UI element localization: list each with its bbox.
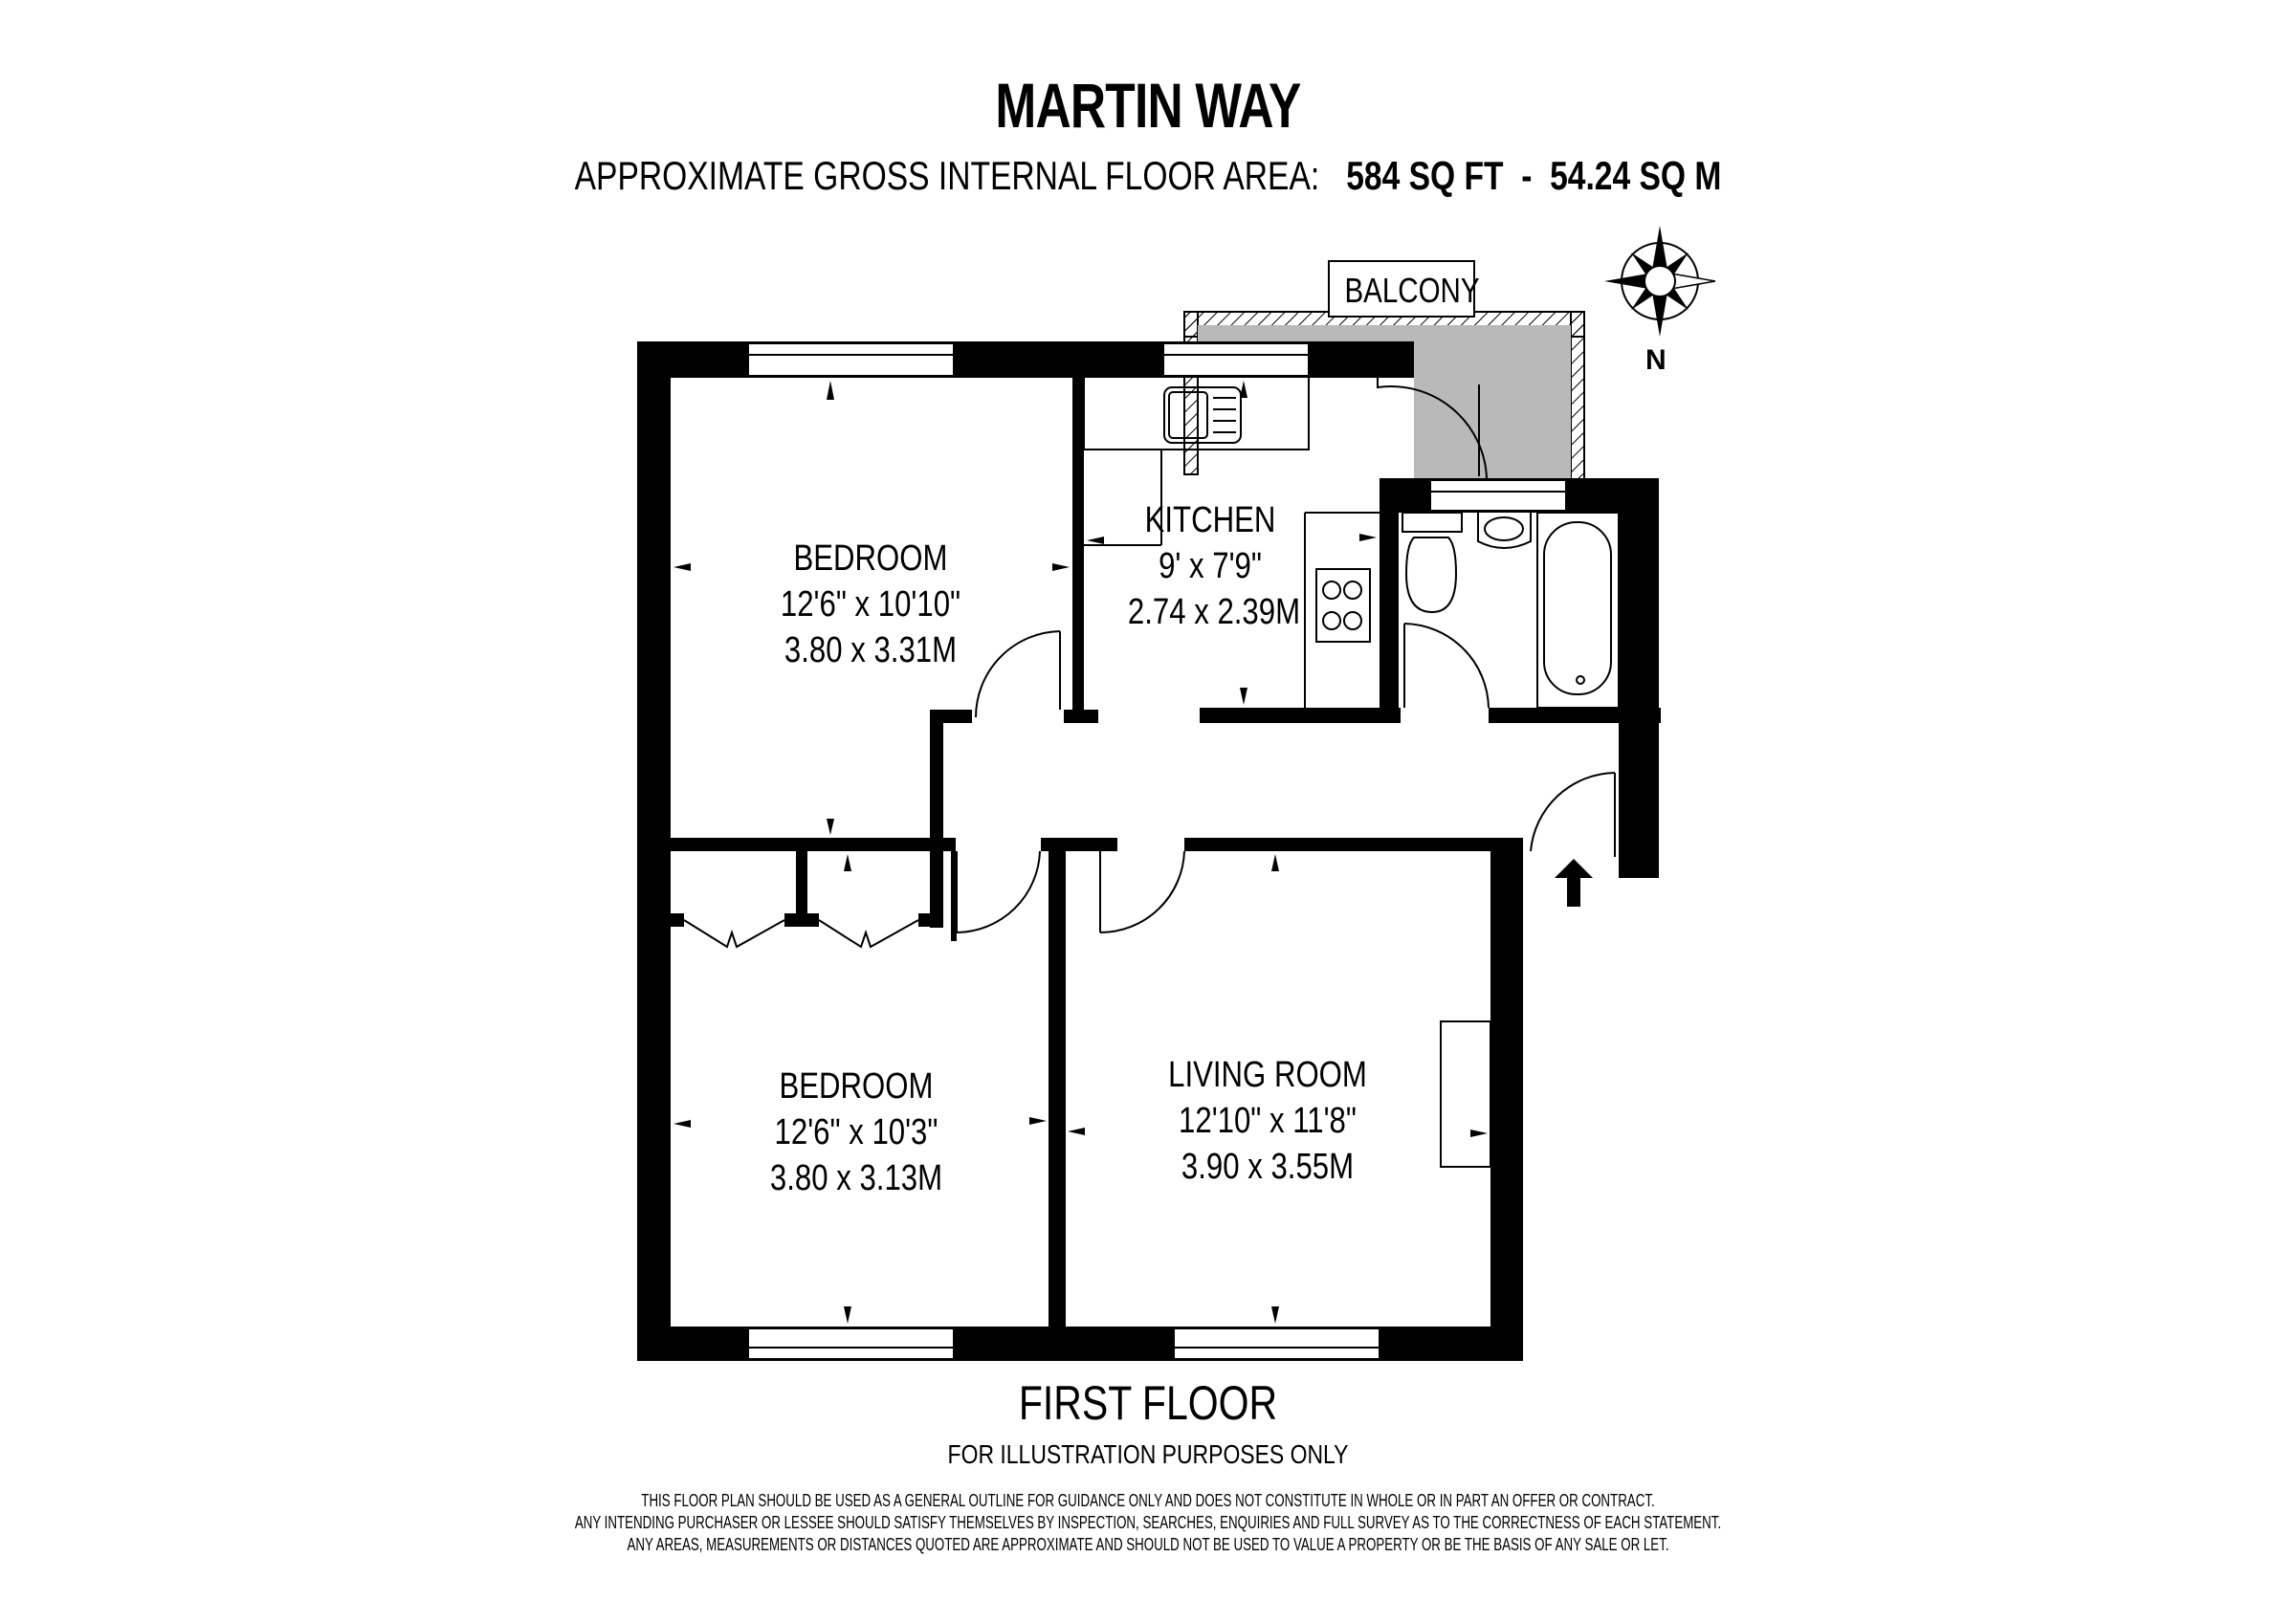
room-label-balcony: BALCONY: [1328, 260, 1480, 318]
hob-icon: [1315, 568, 1371, 643]
room-name: LIVING ROOM: [1168, 1055, 1367, 1095]
compass-north-label: N: [1645, 344, 1667, 376]
floor-area-sqft: 584 SQ FT: [1346, 153, 1504, 198]
room-label-kitchen: KITCHEN 9' x 7'9" 2.74 x 2.39M: [1127, 497, 1301, 635]
room-label-bedroom-1: BEDROOM 12'6" x 10'10" 3.80 x 3.31M: [777, 536, 965, 673]
room-name: BEDROOM: [779, 1066, 934, 1107]
room-dim-metric: 3.90 x 3.55M: [1181, 1147, 1355, 1187]
bath-icon: [1543, 521, 1612, 695]
floor-name: FIRST FLOOR: [1018, 1376, 1278, 1430]
fireplace: [1440, 1020, 1491, 1168]
kitchen-fittings: [1083, 378, 1380, 708]
property-title: MARTIN WAY: [995, 70, 1301, 141]
compass-rose-icon: [1604, 226, 1716, 337]
floor-area-sqm: 54.24 SQ M: [1550, 153, 1722, 198]
floor-area-label: APPROXIMATE GROSS INTERNAL FLOOR AREA:: [574, 153, 1320, 198]
toilet-icon: [1404, 537, 1458, 614]
floor-area-separator: -: [1521, 153, 1533, 198]
disclaimer-line: ANY AREAS, MEASUREMENTS OR DISTANCES QUO…: [627, 1534, 1669, 1554]
basin-icon: [1477, 513, 1532, 549]
room-name: KITCHEN: [1144, 500, 1276, 540]
room-dim-imperial: 9' x 7'9": [1159, 546, 1262, 586]
room-dim-imperial: 12'6" x 10'3": [774, 1112, 938, 1152]
windows: [747, 342, 1567, 1360]
floor-area-line: APPROXIMATE GROSS INTERNAL FLOOR AREA: 5…: [230, 153, 2066, 199]
entrance-arrow-icon: [1555, 859, 1593, 907]
illustration-note: FOR ILLUSTRATION PURPOSES ONLY: [947, 1439, 1349, 1469]
room-dim-metric: 3.80 x 3.31M: [784, 630, 958, 670]
room-label-living-room: LIVING ROOM 12'10" x 11'8" 3.90 x 3.55M: [1165, 1052, 1369, 1190]
room-dim-metric: 3.80 x 3.13M: [769, 1158, 943, 1198]
room-name: BEDROOM: [793, 538, 948, 579]
sink-icon: [1163, 386, 1242, 444]
bathroom-fittings: [1402, 512, 1620, 709]
room-dim-imperial: 12'6" x 10'10": [780, 584, 961, 625]
room-dim-imperial: 12'10" x 11'8": [1179, 1101, 1357, 1141]
room-label-bedroom-2: BEDROOM 12'6" x 10'3" 3.80 x 3.13M: [766, 1064, 947, 1201]
toilet-cistern-icon: [1402, 512, 1463, 533]
disclaimer-line: THIS FLOOR PLAN SHOULD BE USED AS A GENE…: [641, 1490, 1655, 1510]
room-dim-metric: 2.74 x 2.39M: [1127, 592, 1301, 632]
door-swings: [683, 378, 1616, 949]
measurement-markers: [673, 381, 1488, 1324]
disclaimer-line: ANY INTENDING PURCHASER OR LESSEE SHOULD…: [574, 1512, 1722, 1532]
disclaimer: THIS FLOOR PLAN SHOULD BE USED AS A GENE…: [321, 1489, 1975, 1555]
